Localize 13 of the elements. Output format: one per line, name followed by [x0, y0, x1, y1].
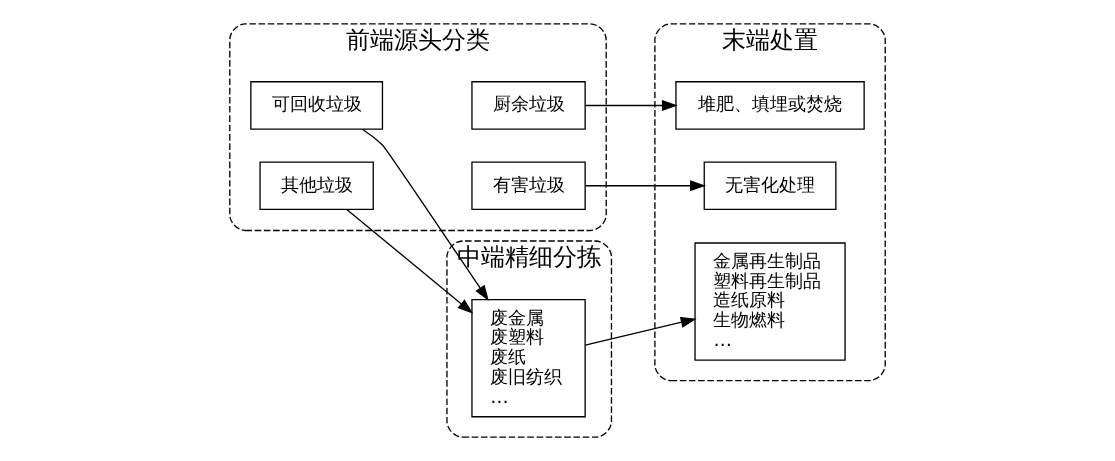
node-box: 废金属 废塑料 废纸 废旧纺织 … [471, 298, 586, 418]
node-box: 有害垃圾 [471, 161, 586, 211]
node-box: 金属再生制品 塑料再生制品 造纸原料 生物燃料 … [694, 242, 846, 361]
arrow [584, 99, 678, 111]
node-box: 厨余垃圾 [471, 81, 586, 130]
arrow [584, 180, 706, 192]
arrow [346, 209, 474, 314]
node-box: 可回收垃圾 [250, 81, 384, 130]
node-box: 无害化处理 [703, 161, 837, 211]
arrow [584, 316, 697, 346]
arrow [361, 128, 489, 302]
node-box: 堆肥、填埋或焚烧 [675, 81, 865, 130]
node-box: 其他垃圾 [259, 161, 374, 211]
